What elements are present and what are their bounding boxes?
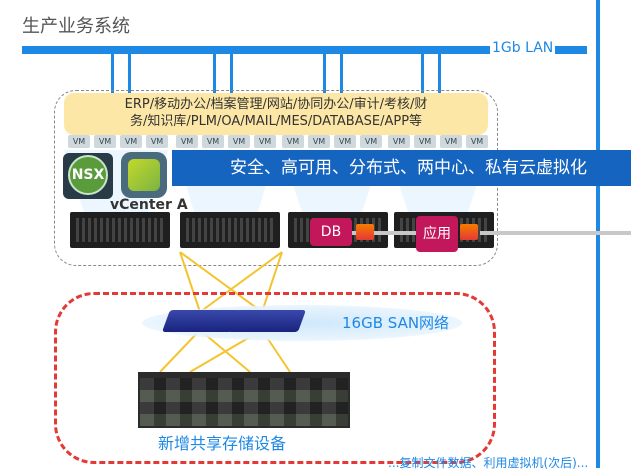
lan-label: 1Gb LAN: [490, 40, 556, 56]
bottom-partial-text: ...复制文件数据、利用虚拟机(次后)...: [388, 456, 589, 470]
vm-tag: VM: [202, 135, 224, 148]
diagram-title: 生产业务系统: [22, 16, 130, 37]
vm-tag: VM: [388, 135, 410, 148]
vcenter-logo-icon: [128, 159, 160, 191]
vm-tag: VM: [120, 135, 142, 148]
vm-tag: VM: [254, 135, 276, 148]
vm-tag: VM: [282, 135, 304, 148]
app-badge: 应用: [416, 216, 458, 252]
lan-drop: [421, 54, 424, 94]
db-badge: DB: [310, 218, 352, 246]
storage-zone-boundary: [54, 292, 496, 464]
db-app-link: [352, 231, 418, 235]
fc-link: [179, 251, 201, 313]
external-link: [480, 231, 631, 235]
lan-drop: [128, 54, 131, 94]
vm-tag: VM: [146, 135, 168, 148]
lan-drop: [340, 54, 343, 94]
vm-tag: VM: [68, 135, 90, 148]
vm-tag: VM: [308, 135, 330, 148]
lan-drop: [438, 54, 441, 94]
capability-banner: 安全、高可用、分布式、两中心、私有云虚拟化: [172, 150, 631, 186]
vm-tag: VM: [334, 135, 356, 148]
vm-tag: VM: [440, 135, 462, 148]
storage-label: 新增共享存储设备: [158, 434, 287, 453]
vm-tag: VM: [466, 135, 488, 148]
fc-link: [179, 251, 263, 313]
lan-drop: [323, 54, 326, 94]
server-icon: [70, 212, 170, 248]
vcenter-label: vCenter A: [110, 197, 188, 213]
nsx-label: NSX: [68, 155, 108, 195]
lan-drop: [230, 54, 233, 94]
applications-text-line1: ERP/移动办公/档案管理/网站/协同办公/审计/考核/财: [124, 97, 428, 112]
applications-text-line2: 务/知识库/PLM/OA/MAIL/MES/DATABASE/APP等: [129, 114, 423, 129]
san-label: 16GB SAN网络: [342, 314, 450, 332]
san-switch-icon: [227, 310, 307, 332]
server-icon: [180, 212, 280, 248]
vm-tag: VM: [360, 135, 382, 148]
vm-tag: VM: [94, 135, 116, 148]
fc-link: [159, 329, 201, 373]
firewall-icon: [356, 224, 374, 240]
storage-array-icon: [138, 372, 350, 428]
firewall-icon: [460, 224, 478, 240]
applications-box: ERP/移动办公/档案管理/网站/协同办公/审计/考核/财 务/知识库/PLM/…: [64, 93, 488, 135]
vm-tag: VM: [228, 135, 250, 148]
vm-tag: VM: [414, 135, 436, 148]
vm-tag: VM: [176, 135, 198, 148]
lan-drop: [213, 54, 216, 94]
fc-link: [261, 251, 283, 313]
lan-drop: [111, 54, 114, 94]
lan-bus: [22, 46, 587, 54]
fc-link: [199, 251, 283, 313]
